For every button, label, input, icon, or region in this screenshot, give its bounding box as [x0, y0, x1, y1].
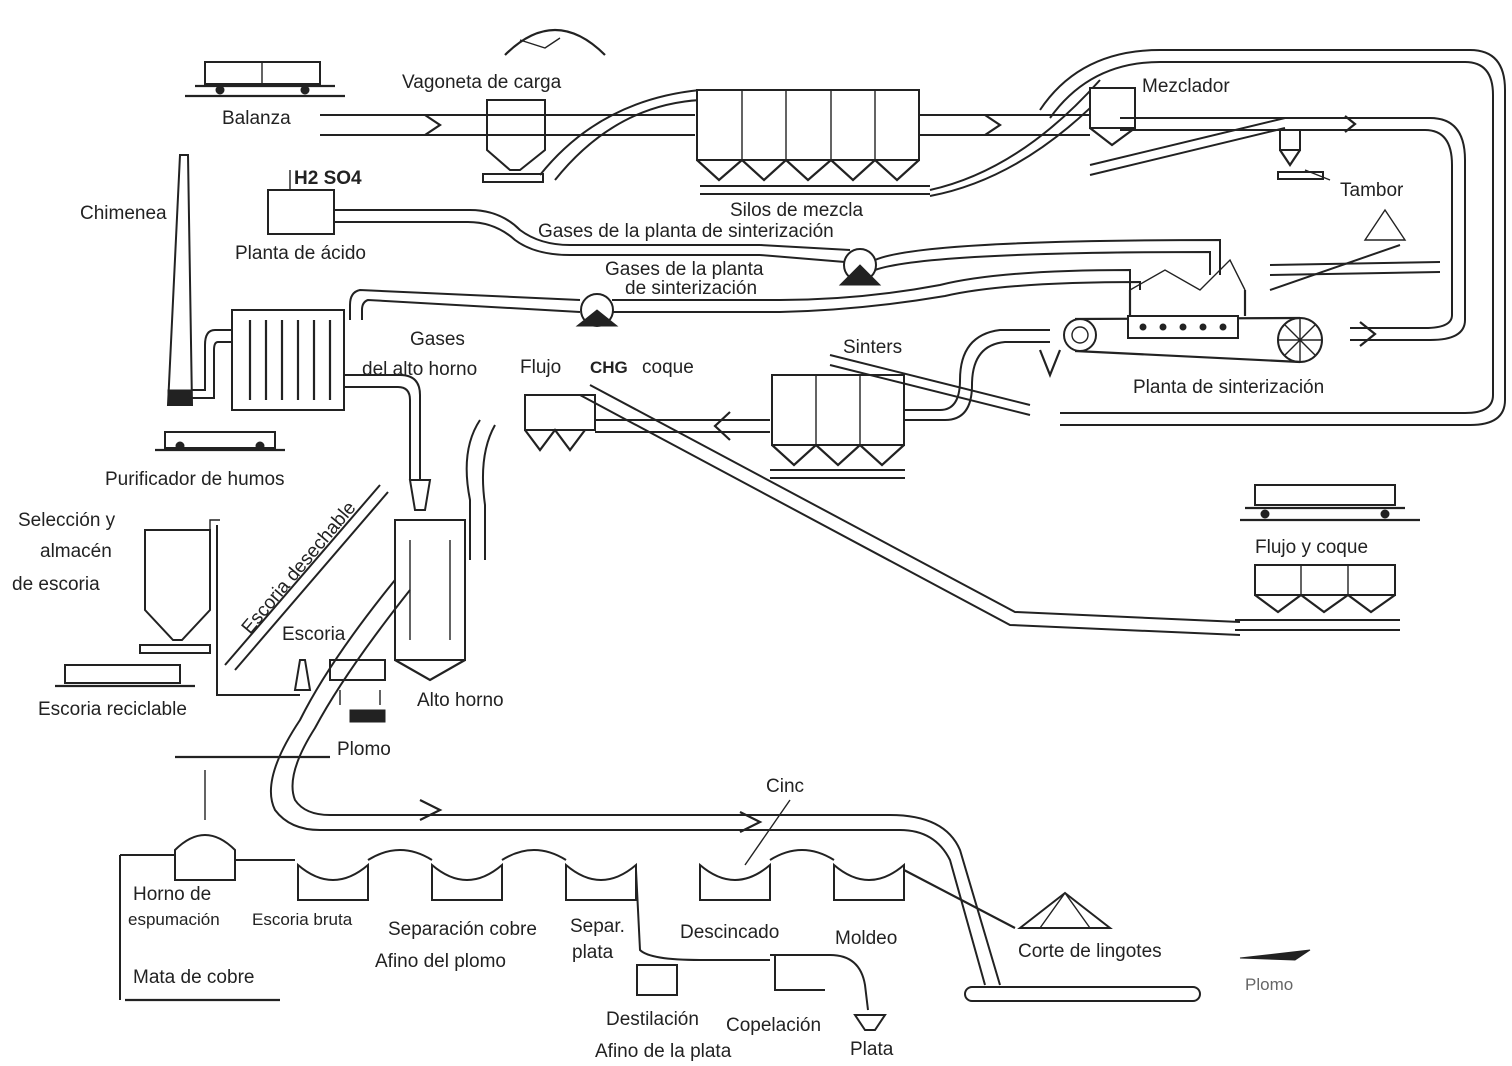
label-h2so4: H2 SO4 — [294, 168, 362, 189]
fan-1-icon — [759, 238, 1221, 286]
label-tambor: Tambor — [1340, 180, 1404, 201]
label-purificador: Purificador de humos — [105, 469, 285, 490]
flujo-coque-icon — [1235, 484, 1420, 631]
label-planta-acido: Planta de ácido — [235, 243, 366, 264]
refining-main-pipe — [175, 579, 1001, 986]
label-coque: coque — [642, 357, 694, 378]
kettle-separacion-plata-icon — [565, 862, 637, 901]
label-flujo: Flujo — [520, 357, 561, 378]
label-plomo-1: Plomo — [337, 739, 391, 760]
vagoneta-hopper-icon — [482, 28, 606, 183]
label-mezclador: Mezclador — [1142, 76, 1230, 97]
label-horno-esp-b: espumación — [128, 910, 220, 929]
kettle-descincado-icon — [699, 862, 771, 901]
label-mata-cobre: Mata de cobre — [133, 967, 254, 988]
label-seleccion-a: Selección y — [18, 510, 116, 531]
label-planta-sint: Planta de sinterización — [1133, 377, 1324, 398]
label-afino-plomo: Afino del plomo — [375, 951, 506, 972]
label-moldeo: Moldeo — [835, 928, 897, 949]
label-sep-cobre: Separación cobre — [388, 919, 537, 940]
label-plomo-2: Plomo — [1245, 975, 1293, 994]
label-silos-mezcla: Silos de mezcla — [730, 200, 863, 221]
sinters-silos-icon — [770, 329, 1050, 479]
label-flujo-coque: Flujo y coque — [1255, 537, 1368, 558]
label-chg: CHG — [590, 358, 628, 377]
seleccion-escoria-icon — [55, 484, 389, 696]
label-destilacion: Destilación — [606, 1009, 699, 1030]
label-escoria-reciclable: Escoria reciclable — [38, 699, 187, 720]
label-sinters: Sinters — [843, 337, 902, 358]
charge-hopper-icon — [465, 394, 770, 560]
label-balanza: Balanza — [222, 108, 291, 129]
label-descincado: Descincado — [680, 922, 779, 943]
kettle-separacion-cobre-icon — [431, 862, 503, 901]
label-cinc: Cinc — [766, 776, 804, 797]
label-corte-lingotes: Corte de lingotes — [1018, 941, 1162, 962]
label-plata: Plata — [850, 1039, 894, 1060]
tambor-icon — [1269, 129, 1441, 291]
alto-horno-icon — [329, 519, 466, 723]
label-chimenea: Chimenea — [80, 203, 167, 224]
kettle-moldeo-icon — [833, 862, 905, 901]
top-conveyor-line — [320, 89, 1090, 181]
planta-acido-icon — [267, 170, 760, 256]
horno-espumacion-icon — [119, 770, 295, 1000]
label-sep-plata-b: plata — [572, 942, 614, 963]
label-escoria: Escoria — [282, 624, 346, 645]
label-horno-esp-a: Horno de — [133, 884, 211, 905]
kettle-escoria-bruta-icon — [297, 862, 369, 901]
fan-2-icon — [349, 268, 1141, 327]
label-gases-alto-a: Gases — [410, 329, 465, 350]
silos-mezcla-icon — [696, 89, 930, 195]
label-seleccion-c: de escoria — [12, 574, 100, 595]
planta-sinterizacion-icon — [1038, 258, 1323, 378]
label-gases-sint-1: Gases de la planta de sinterización — [538, 221, 834, 242]
label-afino-plata: Afino de la plata — [595, 1041, 732, 1062]
label-copelacion: Copelación — [726, 1015, 821, 1036]
balanza-wagon-icon — [185, 61, 345, 98]
plata-crucible-icon — [853, 1014, 887, 1031]
label-gases-alto-b: del alto horno — [362, 359, 477, 380]
corte-lingotes-icon — [903, 869, 1311, 1002]
label-sep-plata-a: Separ. — [570, 916, 625, 937]
label-escoria-desechable: Escoria desechable — [238, 498, 361, 639]
label-alto-horno: Alto horno — [417, 690, 504, 711]
label-escoria-bruta: Escoria bruta — [252, 910, 353, 929]
mezclador-icon — [1089, 87, 1286, 176]
chimenea-icon — [166, 154, 194, 406]
label-vagoneta: Vagoneta de carga — [402, 72, 562, 93]
label-seleccion-b: almacén — [40, 541, 112, 562]
destilacion-icon — [636, 964, 678, 996]
purificador-icon — [155, 309, 345, 452]
label-gases-sint-2b: de sinterización — [625, 278, 757, 299]
label-gases-sint-2a: Gases de la planta — [605, 259, 764, 280]
